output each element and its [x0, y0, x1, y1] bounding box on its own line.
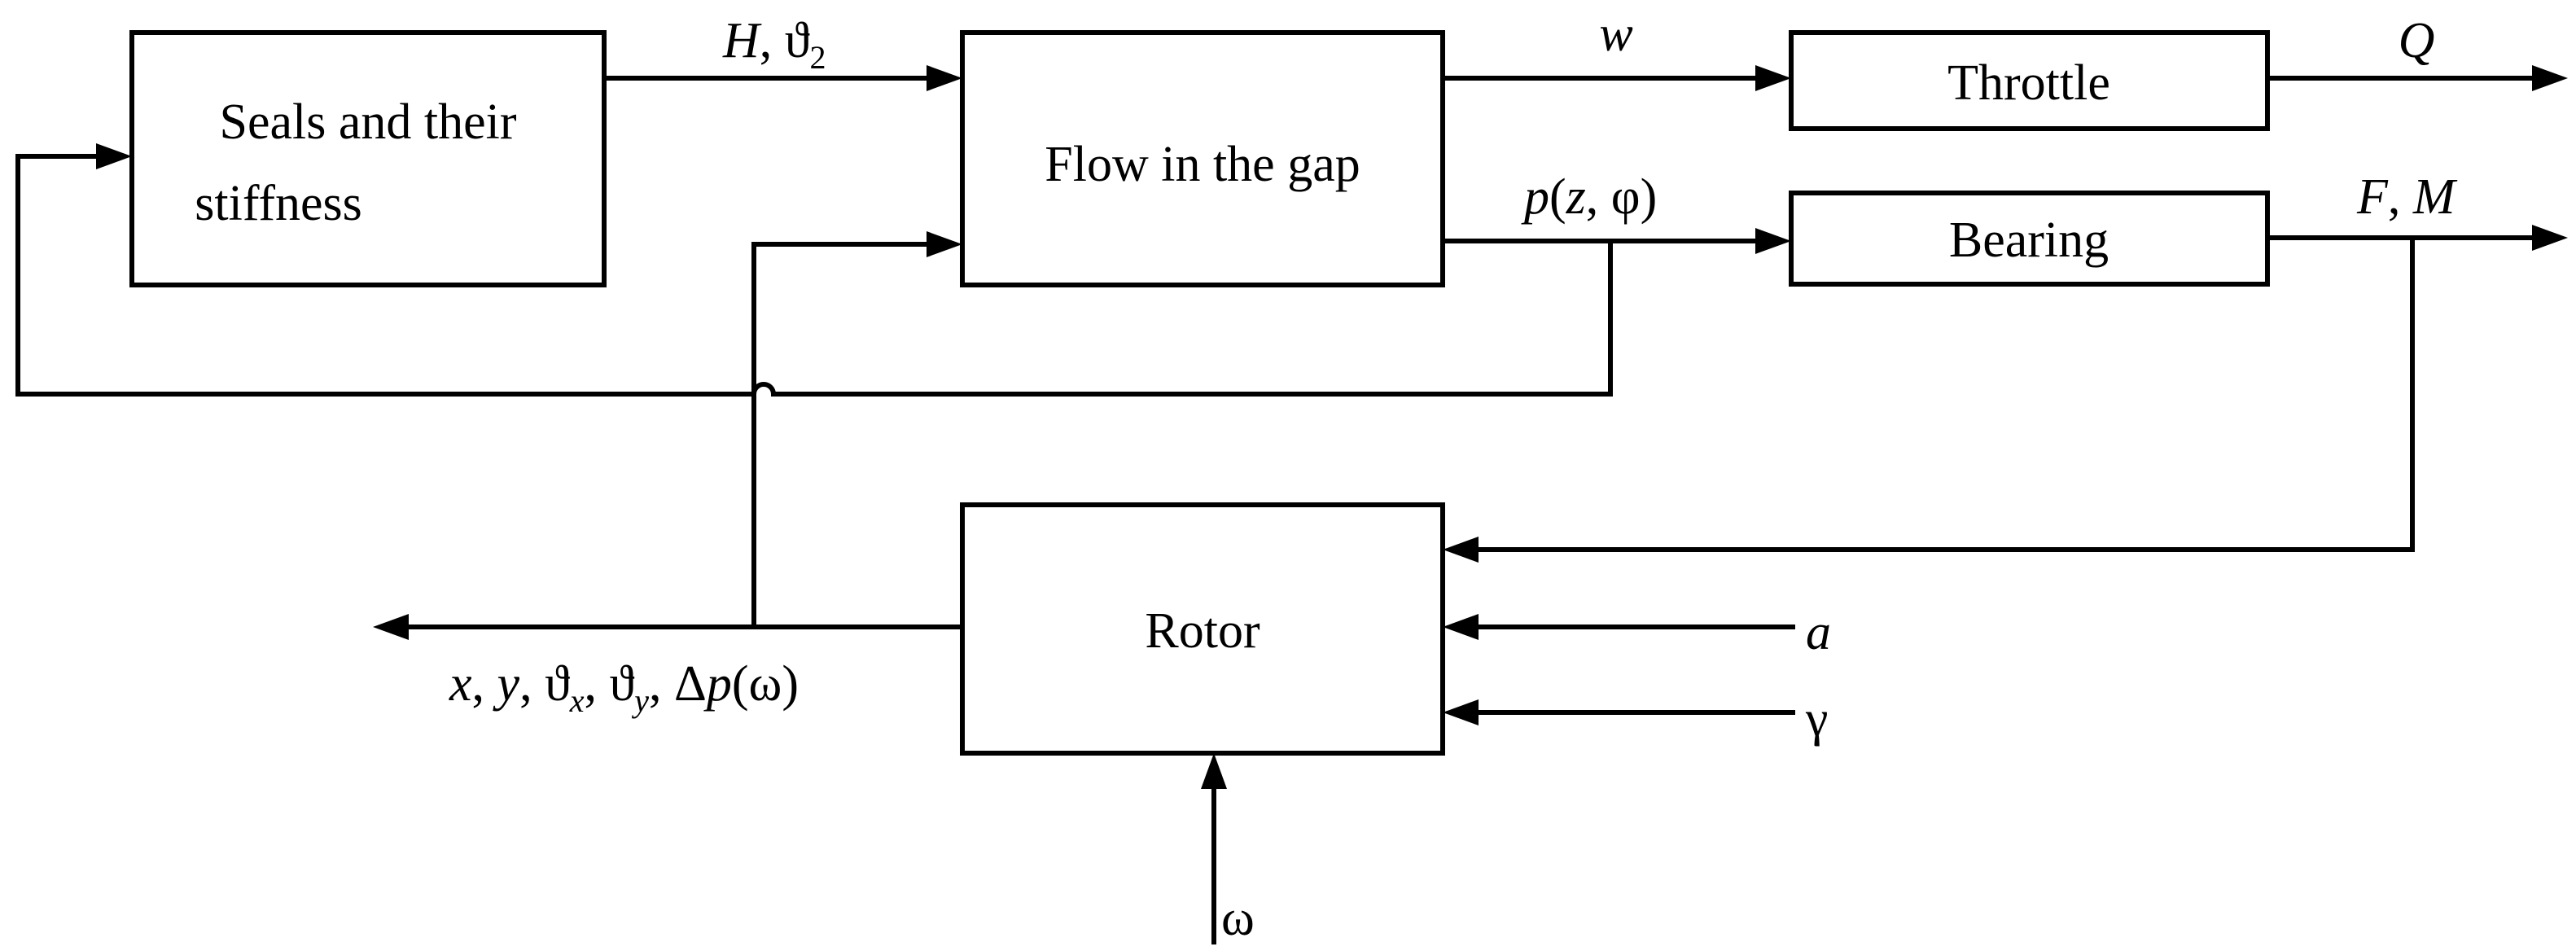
arrow-bearing-out: [2267, 225, 2568, 251]
label-q: Q: [2399, 13, 2435, 68]
block-flow-in-gap: Flow in the gap: [960, 30, 1445, 287]
block-throttle: Throttle: [1789, 30, 2270, 131]
arrow-throttle-out: [2267, 65, 2568, 91]
block-seals-label-line1: Seals and their: [219, 94, 516, 150]
label-p-z-phi: p(z, φ): [1521, 169, 1657, 225]
block-bearing: Bearing: [1789, 191, 2270, 287]
block-seals-label-line2: stiffness: [195, 176, 362, 231]
label-gamma: γ: [1805, 691, 1828, 747]
label-omega: ω: [1221, 891, 1255, 946]
arrow-flow-to-throttle: [1443, 65, 1791, 91]
label-a: a: [1806, 605, 1831, 660]
label-f-m: F, M: [2356, 169, 2458, 225]
arrow-gamma-to-rotor: [1443, 699, 1795, 725]
arrow-a-to-rotor: [1443, 614, 1795, 640]
arrow-omega-to-rotor: [1201, 753, 1227, 944]
block-bearing-label: Bearing: [1949, 213, 2109, 268]
arrow-seals-to-flow: [604, 65, 962, 91]
block-throttle-label: Throttle: [1947, 55, 2110, 111]
label-w: w: [1599, 7, 1632, 62]
block-flow-label: Flow in the gap: [1045, 137, 1360, 192]
label-rotor-state-outputs: x, y, ϑx, ϑy, Δp(ω): [449, 656, 799, 719]
arrow-forces-to-rotor: [1443, 238, 2415, 563]
block-rotor-label: Rotor: [1145, 603, 1260, 659]
arrow-rotor-state-to-flow: [751, 231, 962, 627]
block-rotor: Rotor: [960, 502, 1445, 756]
label-h-theta2: H, ϑ2: [722, 13, 826, 76]
arrow-rotor-out: [373, 614, 962, 640]
block-seals: Seals and their stiffness: [129, 30, 607, 287]
arrow-flow-to-bearing: [1443, 228, 1791, 254]
